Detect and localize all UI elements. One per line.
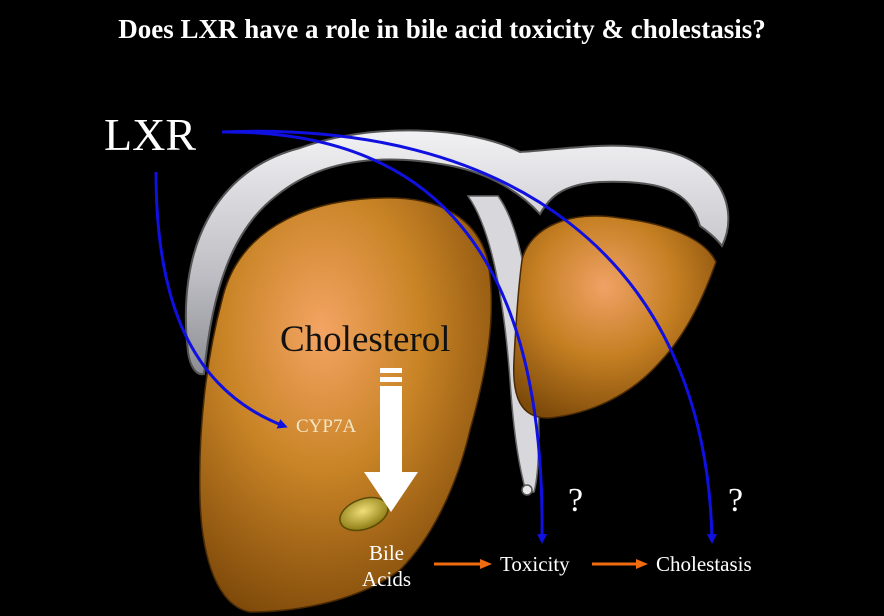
slide-title: Does LXR have a role in bile acid toxici…: [0, 14, 884, 45]
bile-acids-line1: Bile: [362, 540, 411, 566]
cyp7a-label: CYP7A: [296, 416, 356, 438]
cholesterol-label: Cholesterol: [280, 318, 451, 361]
bile-acids-line2: Acids: [362, 566, 411, 592]
bile-acids-label: Bile Acids: [362, 540, 411, 592]
toxicity-label: Toxicity: [500, 552, 570, 577]
cholestasis-question-mark: ?: [728, 482, 743, 520]
lxr-label: LXR: [104, 108, 196, 161]
toxicity-question-mark: ?: [568, 482, 583, 520]
cholestasis-label: Cholestasis: [656, 552, 752, 577]
